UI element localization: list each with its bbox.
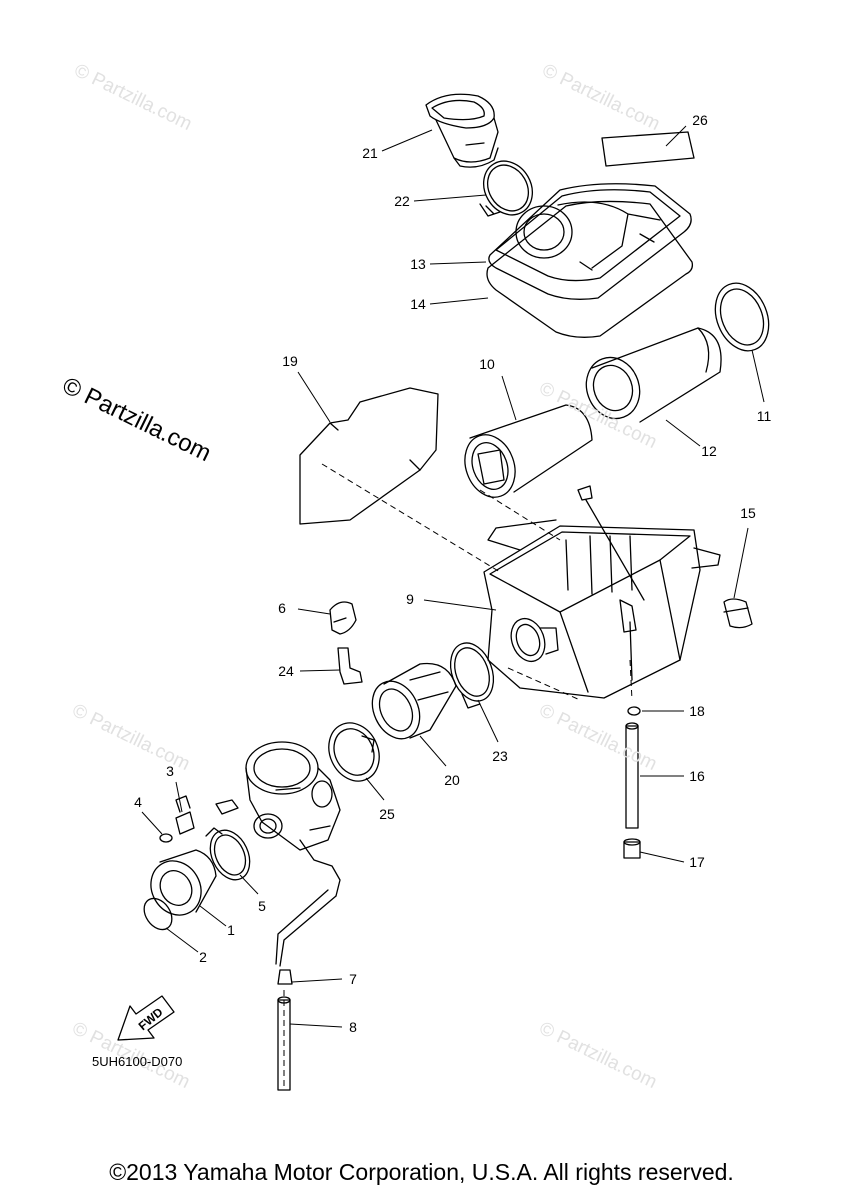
part-16-pipe [625, 722, 639, 829]
callout-23: 23 [492, 748, 508, 764]
part-10-filter [464, 404, 593, 498]
callout-9: 9 [406, 591, 414, 607]
leader-lines [141, 125, 765, 1028]
copyright-notice: ©2013 Yamaha Motor Corporation, U.S.A. A… [109, 1159, 734, 1185]
part-13-case-cap [488, 183, 692, 300]
callout-7: 7 [349, 971, 357, 987]
part-9-filter-case [483, 485, 721, 699]
part-26-label [601, 131, 695, 167]
part-1-joint [150, 849, 217, 916]
part-18-clip [627, 706, 641, 716]
callout-5: 5 [258, 898, 266, 914]
part-5-clamp [205, 827, 251, 881]
part-15-holder [723, 598, 753, 629]
part-4-washer [159, 833, 173, 843]
part-21-duct [425, 93, 499, 168]
callout-18: 18 [689, 703, 705, 719]
callout-6: 6 [278, 600, 286, 616]
callout-11: 11 [756, 408, 772, 424]
part-11-band [714, 282, 770, 352]
callout-8: 8 [349, 1019, 357, 1035]
callout-10: 10 [479, 356, 495, 372]
callout-2: 2 [199, 949, 207, 965]
part-12-outer-element [585, 327, 722, 423]
part-22-clamp [479, 160, 533, 217]
part-2-oring [143, 897, 173, 931]
callout-16: 16 [689, 768, 705, 784]
callout-22: 22 [394, 193, 410, 209]
diagram-code: 5UH6100-D070 [92, 1054, 183, 1069]
callout-12: 12 [701, 443, 717, 459]
part-19-cover-plate [299, 387, 439, 525]
part-3-screw [175, 795, 195, 835]
part-14-seal [486, 200, 694, 338]
carburetor-body [215, 741, 341, 897]
callout-19: 19 [282, 353, 298, 369]
callout-14: 14 [410, 296, 426, 312]
part-25-clamp [328, 722, 380, 782]
callout-24: 24 [278, 663, 294, 679]
callout-4: 4 [134, 794, 142, 810]
callout-25: 25 [379, 806, 395, 822]
callout-1: 1 [227, 922, 235, 938]
part-17-plug [623, 838, 641, 859]
callout-15: 15 [740, 505, 756, 521]
assembly-lines [283, 463, 633, 1090]
callout-20: 20 [444, 772, 460, 788]
callout-17: 17 [689, 854, 705, 870]
callout-21: 21 [362, 145, 378, 161]
part-20-air-joint [371, 662, 457, 740]
callout-13: 13 [410, 256, 426, 272]
callout-3: 3 [166, 763, 174, 779]
part-7-fitting [277, 969, 293, 985]
carb-drain-hose [275, 889, 337, 967]
part-24-elbow [337, 647, 363, 685]
fwd-arrow-icon [117, 995, 175, 1041]
part-23-clamp [449, 642, 495, 709]
callout-26: 26 [692, 112, 708, 128]
part-6-cap [329, 601, 357, 635]
